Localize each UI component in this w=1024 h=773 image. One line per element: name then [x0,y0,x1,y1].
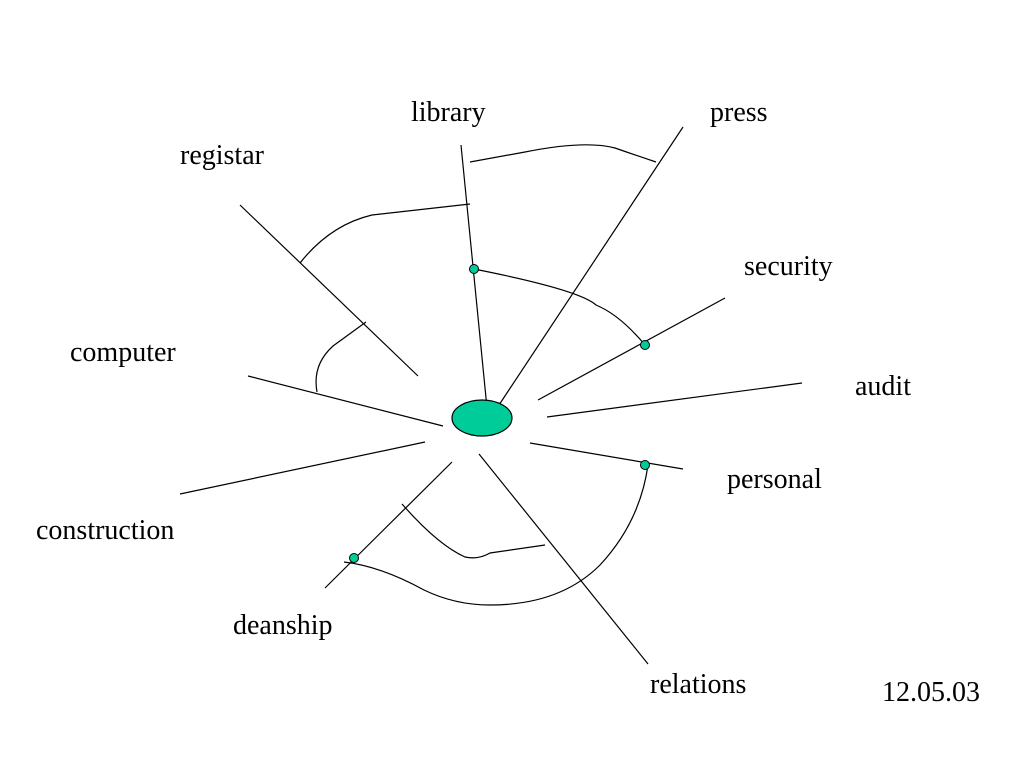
node-label-construction: construction [36,515,175,546]
node-label-library: library [411,97,486,128]
spoke-audit [546,382,803,418]
arc-deanship-relations [401,503,546,559]
node-label-security: security [744,251,833,282]
spoke-security [537,297,726,401]
spoke-registar [239,204,419,377]
arc-computer-registar [315,321,367,393]
spoke-deanship [324,461,453,589]
junction-dot-security [640,340,650,350]
spoke-construction [179,441,426,495]
spoke-library [460,144,488,409]
node-label-audit: audit [855,371,911,402]
spoke-personal [529,442,684,470]
node-label-computer: computer [70,337,176,368]
spoke-relations [478,453,649,665]
spoke-press [496,126,684,409]
node-label-press: press [710,97,768,128]
date-label: 12.05.03 [882,677,980,708]
arc-library-security [473,268,646,346]
node-label-registar: registar [180,140,264,171]
junction-dot-deanship [349,553,359,563]
node-label-deanship: deanship [233,610,333,641]
arc-deanship-personal [343,464,649,606]
spoke-computer [247,375,444,427]
junction-dot-library [469,264,479,274]
arc-registar-library [299,203,471,264]
junction-dot-personal [640,460,650,470]
node-label-personal: personal [727,464,822,495]
node-label-relations: relations [650,669,747,700]
arc-library-press [469,144,657,163]
hub-node [451,399,513,437]
